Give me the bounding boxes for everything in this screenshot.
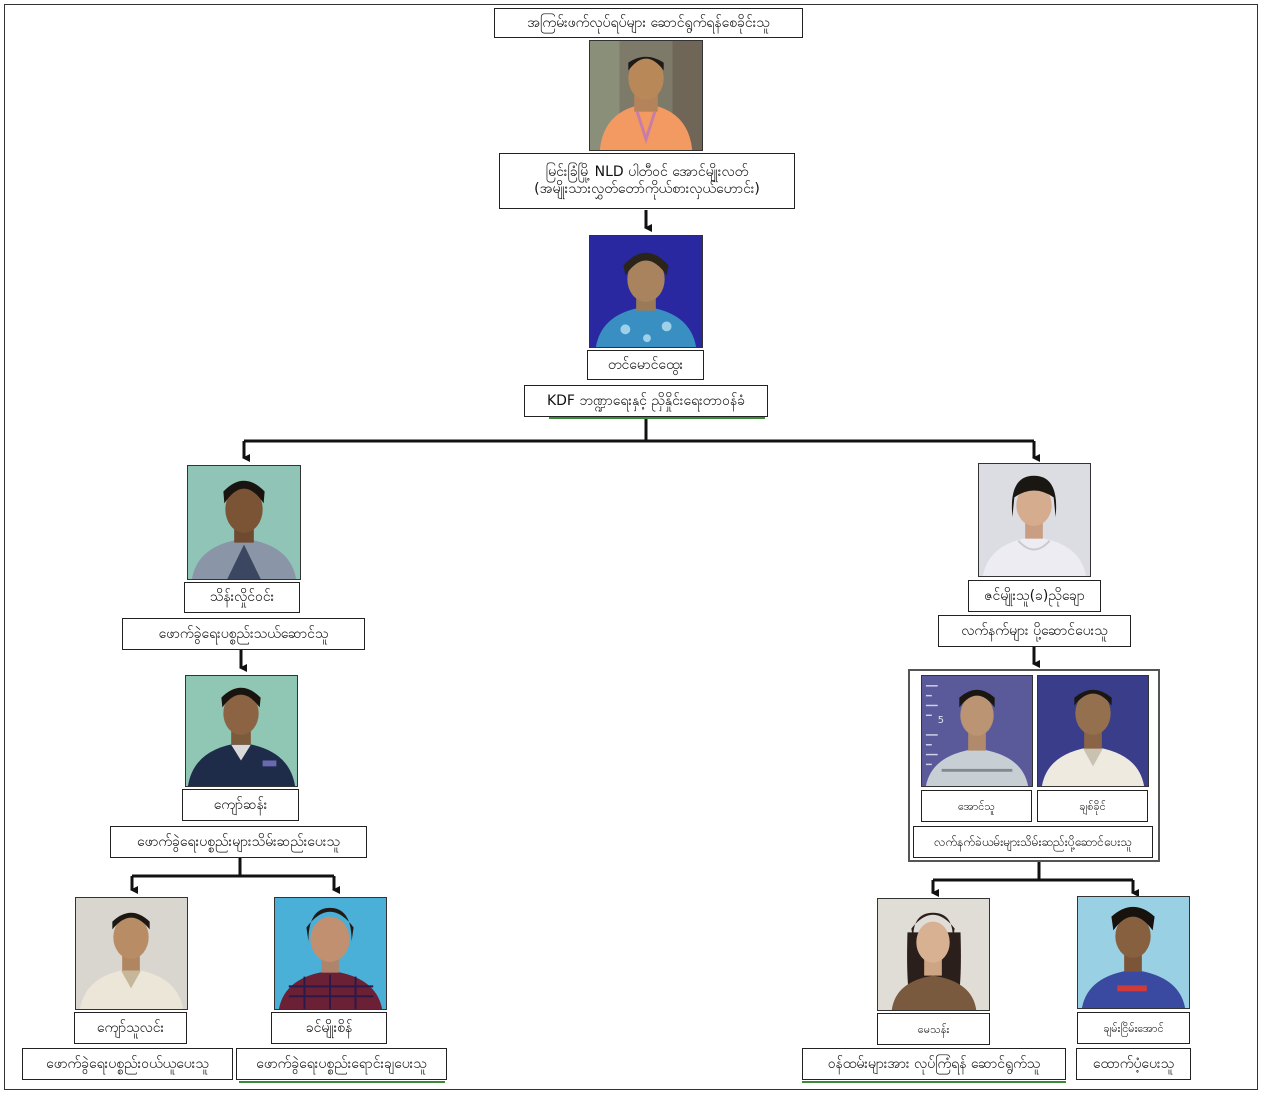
portrait-image bbox=[76, 898, 187, 1009]
portrait-zin-myo-thu bbox=[978, 463, 1091, 577]
kyaw-thu-lin-name-label: ကျော်သူလင်း bbox=[74, 1012, 187, 1044]
portrait-image bbox=[979, 464, 1090, 576]
thein-hlaing-win-role: ဖောက်ခွဲရေးပစ္စည်းသယ်ဆောင်သူ bbox=[158, 625, 329, 642]
may-than-name: မေသန်း bbox=[917, 1022, 950, 1036]
portrait-image bbox=[590, 41, 702, 150]
diagram-frame bbox=[4, 4, 1258, 1090]
zin-myo-thu-name-label: ဇင်မျိုးသူ(ခ)ညိုချော bbox=[968, 580, 1101, 612]
kyaw-thu-lin-role: ဖောက်ခွဲရေးပစ္စည်းဝယ်ယူပေးသူ bbox=[46, 1055, 209, 1072]
leader-label: မြင်းခြံမြို့ NLD ပါတီဝင် အောင်မျိုးလတ် … bbox=[499, 153, 795, 209]
portrait-image bbox=[1038, 676, 1148, 786]
zin-myo-thu-name: ဇင်မျိုးသူ(ခ)ညိုချော bbox=[984, 587, 1085, 604]
portrait-image bbox=[186, 676, 297, 786]
zin-myo-thu-role: လက်နက်များ ပို့ဆောင်ပေးသူ bbox=[961, 622, 1108, 639]
khin-myo-sein-name-label: ခင်မျိုးစိန် bbox=[271, 1012, 387, 1044]
pair-role: လက်နက်ခဲယမ်းများသိမ်းဆည်းပို့ဆောင်ပေးသူ bbox=[934, 834, 1132, 849]
pair-role-label: လက်နက်ခဲယမ်းများသိမ်းဆည်းပို့ဆောင်ပေးသူ bbox=[913, 826, 1153, 858]
leader-note-text: (အမျိုးသားလွှတ်တော်ကိုယ်စားလှယ်ဟောင်း) bbox=[534, 181, 760, 197]
may-than-name-label: မေသန်း bbox=[877, 1013, 990, 1045]
thein-hlaing-win-name-label: သိန်းလှိုင်ဝင်း bbox=[184, 582, 300, 613]
kyaw-thu-lin-name: ကျော်သူလင်း bbox=[96, 1019, 165, 1036]
chit-khaing-name-label: ချစ်ခိုင် bbox=[1037, 790, 1148, 822]
portrait-tin-maung-htwe bbox=[589, 235, 703, 348]
kyaw-san-role-label: ဖောက်ခွဲရေးပစ္စည်းများသိမ်းဆည်းပေးသူ bbox=[110, 826, 367, 858]
chan-nyein-aung-role: ထောက်ပံ့ပေးသူ bbox=[1092, 1055, 1175, 1072]
chan-nyein-aung-role-label: ထောက်ပံ့ပေးသူ bbox=[1076, 1048, 1191, 1080]
portrait-image bbox=[275, 898, 386, 1009]
top-title-text: အကြမ်းဖက်လုပ်ရပ်များ ဆောင်ရွက်ရန်စေခိုင်… bbox=[527, 14, 770, 31]
tin-maung-htwe-name-label: တင်မောင်ထွေး bbox=[587, 350, 704, 380]
chan-nyein-aung-name-label: ချမ်းငြိမ်းအောင် bbox=[1077, 1012, 1190, 1044]
portrait-kyaw-san bbox=[185, 675, 298, 787]
portrait-aung-thu: 5 bbox=[921, 675, 1033, 787]
portrait-thein-hlaing-win bbox=[187, 465, 301, 580]
portrait-khin-myo-sein bbox=[274, 897, 387, 1010]
portrait-image bbox=[590, 236, 702, 347]
chan-nyein-aung-name: ချမ်းငြိမ်းအောင် bbox=[1103, 1021, 1164, 1035]
portrait-kyaw-thu-lin bbox=[75, 897, 188, 1010]
tin-maung-htwe-name: တင်မောင်ထွေး bbox=[607, 356, 684, 373]
kyaw-san-name: ကျော်ဆန်း bbox=[213, 796, 268, 813]
portrait-chit-khaing bbox=[1037, 675, 1149, 787]
portrait-image: 5 bbox=[922, 676, 1032, 786]
tin-maung-htwe-role-label: KDF ဘဏ္ဍာရေးနှင့် ညှိနှိုင်းရေးတာဝန်ခံ bbox=[524, 385, 768, 417]
portrait-image bbox=[1078, 897, 1189, 1008]
portrait-aung-myo-latt bbox=[589, 40, 703, 151]
aung-thu-name-label: အောင်သူ bbox=[921, 790, 1032, 822]
portrait-may-than bbox=[877, 898, 990, 1011]
khin-myo-sein-role-label: ဖောက်ခွဲရေးပစ္စည်းရောင်းချပေးသူ bbox=[236, 1048, 447, 1080]
may-than-role: ဝန်ထမ်းများအား လုပ်ကြံရန် ဆောင်ရွက်သူ bbox=[827, 1055, 1041, 1072]
leader-name-text: မြင်းခြံမြို့ NLD ပါတီဝင် အောင်မျိုးလတ် bbox=[545, 164, 749, 180]
zin-myo-thu-role-label: လက်နက်များ ပို့ဆောင်ပေးသူ bbox=[938, 615, 1131, 647]
ruler-mark: 5 bbox=[938, 715, 944, 726]
portrait-image bbox=[188, 466, 300, 579]
portrait-chan-nyein-aung bbox=[1077, 896, 1190, 1009]
top-title-label: အကြမ်းဖက်လုပ်ရပ်များ ဆောင်ရွက်ရန်စေခိုင်… bbox=[494, 8, 803, 38]
aung-thu-name: အောင်သူ bbox=[958, 799, 995, 813]
khin-myo-sein-name: ခင်မျိုးစိန် bbox=[305, 1019, 353, 1036]
chit-khaing-name: ချစ်ခိုင် bbox=[1079, 799, 1106, 813]
thein-hlaing-win-name: သိန်းလှိုင်ဝင်း bbox=[209, 589, 275, 605]
tin-maung-htwe-role: KDF ဘဏ္ဍာရေးနှင့် ညှိနှိုင်းရေးတာဝန်ခံ bbox=[546, 392, 746, 409]
portrait-image bbox=[878, 899, 989, 1010]
thein-hlaing-win-role-label: ဖောက်ခွဲရေးပစ္စည်းသယ်ဆောင်သူ bbox=[122, 618, 365, 650]
kyaw-thu-lin-role-label: ဖောက်ခွဲရေးပစ္စည်းဝယ်ယူပေးသူ bbox=[22, 1048, 233, 1080]
khin-myo-sein-role: ဖောက်ခွဲရေးပစ္စည်းရောင်းချပေးသူ bbox=[256, 1055, 427, 1072]
kyaw-san-role: ဖောက်ခွဲရေးပစ္စည်းများသိမ်းဆည်းပေးသူ bbox=[137, 833, 340, 850]
may-than-role-label: ဝန်ထမ်းများအား လုပ်ကြံရန် ဆောင်ရွက်သူ bbox=[802, 1048, 1066, 1080]
kyaw-san-name-label: ကျော်ဆန်း bbox=[182, 789, 299, 821]
